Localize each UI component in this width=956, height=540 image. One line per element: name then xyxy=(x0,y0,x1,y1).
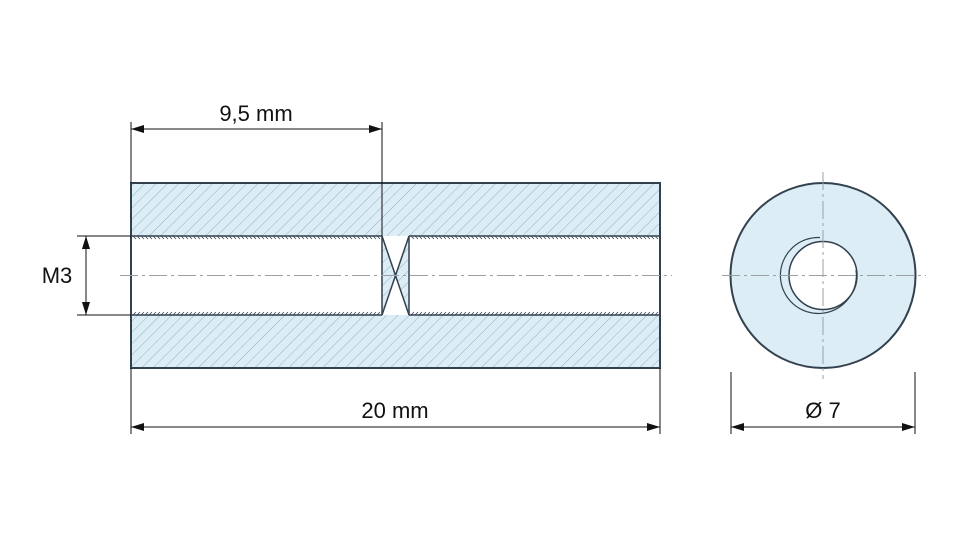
drill-cone-top xyxy=(382,236,409,276)
drill-cone-bottom xyxy=(382,275,409,315)
dimension-diameter: Ø 7 xyxy=(730,372,916,434)
dim-label-thread: M3 xyxy=(42,263,73,288)
section-view xyxy=(120,182,672,369)
top-wall-hatch xyxy=(131,183,660,236)
dimension-length-total: 20 mm xyxy=(130,368,661,434)
dim-label-diameter: Ø 7 xyxy=(805,398,840,423)
left-bore xyxy=(131,236,382,315)
bottom-wall-hatch xyxy=(131,315,660,368)
thread-arc xyxy=(779,236,857,315)
dimension-length-partial: 9,5 mm xyxy=(130,101,383,236)
end-view xyxy=(722,172,926,379)
dim-label-total: 20 mm xyxy=(361,398,428,423)
dim-label-partial: 9,5 mm xyxy=(219,101,292,126)
dimension-thread: M3 xyxy=(42,235,131,316)
